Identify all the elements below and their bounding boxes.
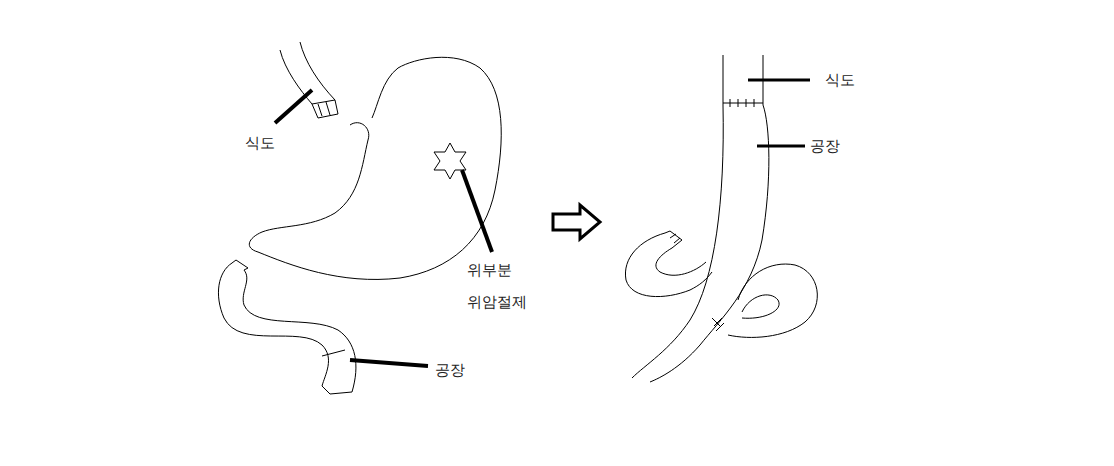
esophagus-cut [312, 100, 338, 118]
jejunum-cut [232, 260, 248, 270]
process-arrow [553, 205, 600, 239]
part-label: 공장 [435, 360, 465, 380]
anastomosis-staples [723, 99, 763, 107]
part-label: 식도 [825, 70, 855, 90]
jejunum-outline [243, 270, 356, 392]
duodenum-outline [656, 248, 706, 275]
leader-line [350, 360, 428, 366]
jejunum-loop [742, 295, 779, 318]
leader-line [757, 145, 805, 148]
duodenum-outline [625, 233, 712, 297]
stomach-outline [249, 57, 501, 279]
jejunum-end [322, 386, 352, 394]
part-label: 위부분 위암절제 [467, 254, 539, 318]
stump-staples [665, 231, 682, 248]
jejunum-outline [650, 105, 769, 382]
part-label: 공장 [810, 136, 840, 156]
jejunum-outline [218, 263, 328, 386]
leader-line [462, 170, 492, 252]
jejunum-division [322, 350, 345, 356]
anastomosis-staples [712, 318, 724, 331]
esophagus-outline [723, 55, 724, 105]
part-label: 식도 [245, 133, 275, 153]
esophagus-outline [300, 42, 335, 100]
jejunum-loop [728, 264, 817, 337]
leader-line [275, 90, 312, 123]
leader-line [748, 79, 810, 82]
